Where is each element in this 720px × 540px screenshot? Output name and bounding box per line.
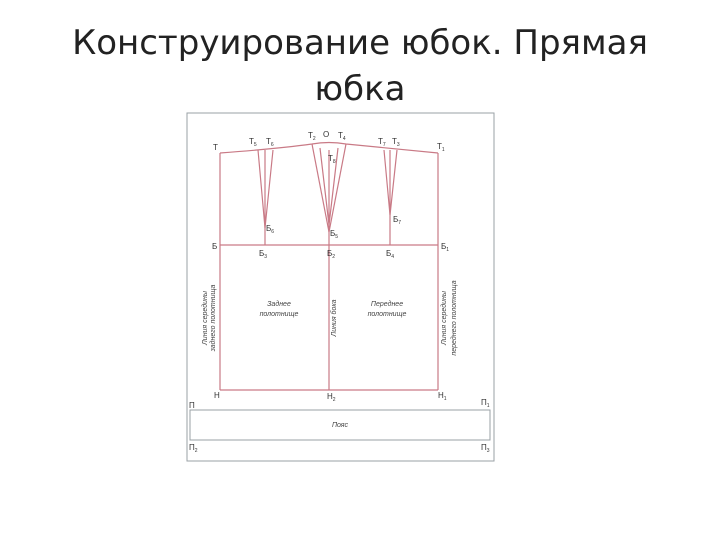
back-center-line-label-1: Линия середины [201,290,209,346]
point-b1: Б1 [441,242,449,253]
belt-label: Пояс [332,422,349,429]
slide-title: Конструирование юбок. Прямая юбка [0,20,720,112]
back-center-line-label-2: заднего полотнища [209,284,217,352]
point-p1: П1 [481,398,490,409]
point-b7: Б7 [393,215,401,226]
side-dart-front [328,143,347,233]
side-dart-inner [319,147,339,226]
front-panel-label-2: полотнище [368,311,407,318]
front-panel-label-1: Переднее [371,300,403,308]
point-b4: Б4 [386,249,394,260]
point-b2: Б2 [327,249,335,260]
front-center-line-label-1: Линия середины [440,290,448,346]
point-b: Б [212,242,217,251]
belt-rect [189,409,491,441]
point-p: П [189,401,195,410]
front-dart [383,149,398,216]
point-b5: Б5 [330,229,338,240]
point-p3: П3 [481,443,490,454]
point-o: О [323,130,329,139]
point-p2: П2 [189,443,198,454]
back-panel-label-2: полотнище [260,311,299,318]
point-t3: Т3 [392,137,400,148]
front-center-line-label-2: переднего полотнища [450,280,458,355]
point-b3: Б3 [259,249,267,260]
back-panel-label-1: Заднее [267,300,291,308]
slide-title-line-1: Конструирование юбок. Прямая [72,23,648,63]
point-t8: Т8 [328,154,336,165]
point-t2: Т2 [308,131,316,142]
back-dart [257,149,274,229]
side-dart-back [311,143,330,233]
point-b6: Б6 [266,224,274,235]
point-t7: Т7 [378,137,386,148]
point-h2: Н2 [327,392,336,403]
point-t4: Т4 [338,131,346,142]
point-t5: Т5 [249,137,257,148]
slide-title-line-2: юбка [314,69,406,109]
point-t1: Т1 [437,142,445,153]
side-line-label: Линия бока [330,299,338,337]
diagram-frame [186,112,495,462]
point-h1: Н1 [438,391,447,402]
point-t6: Т6 [266,137,274,148]
waist-curve [219,141,439,154]
point-t: Т [213,143,218,152]
point-h: Н [214,391,220,400]
